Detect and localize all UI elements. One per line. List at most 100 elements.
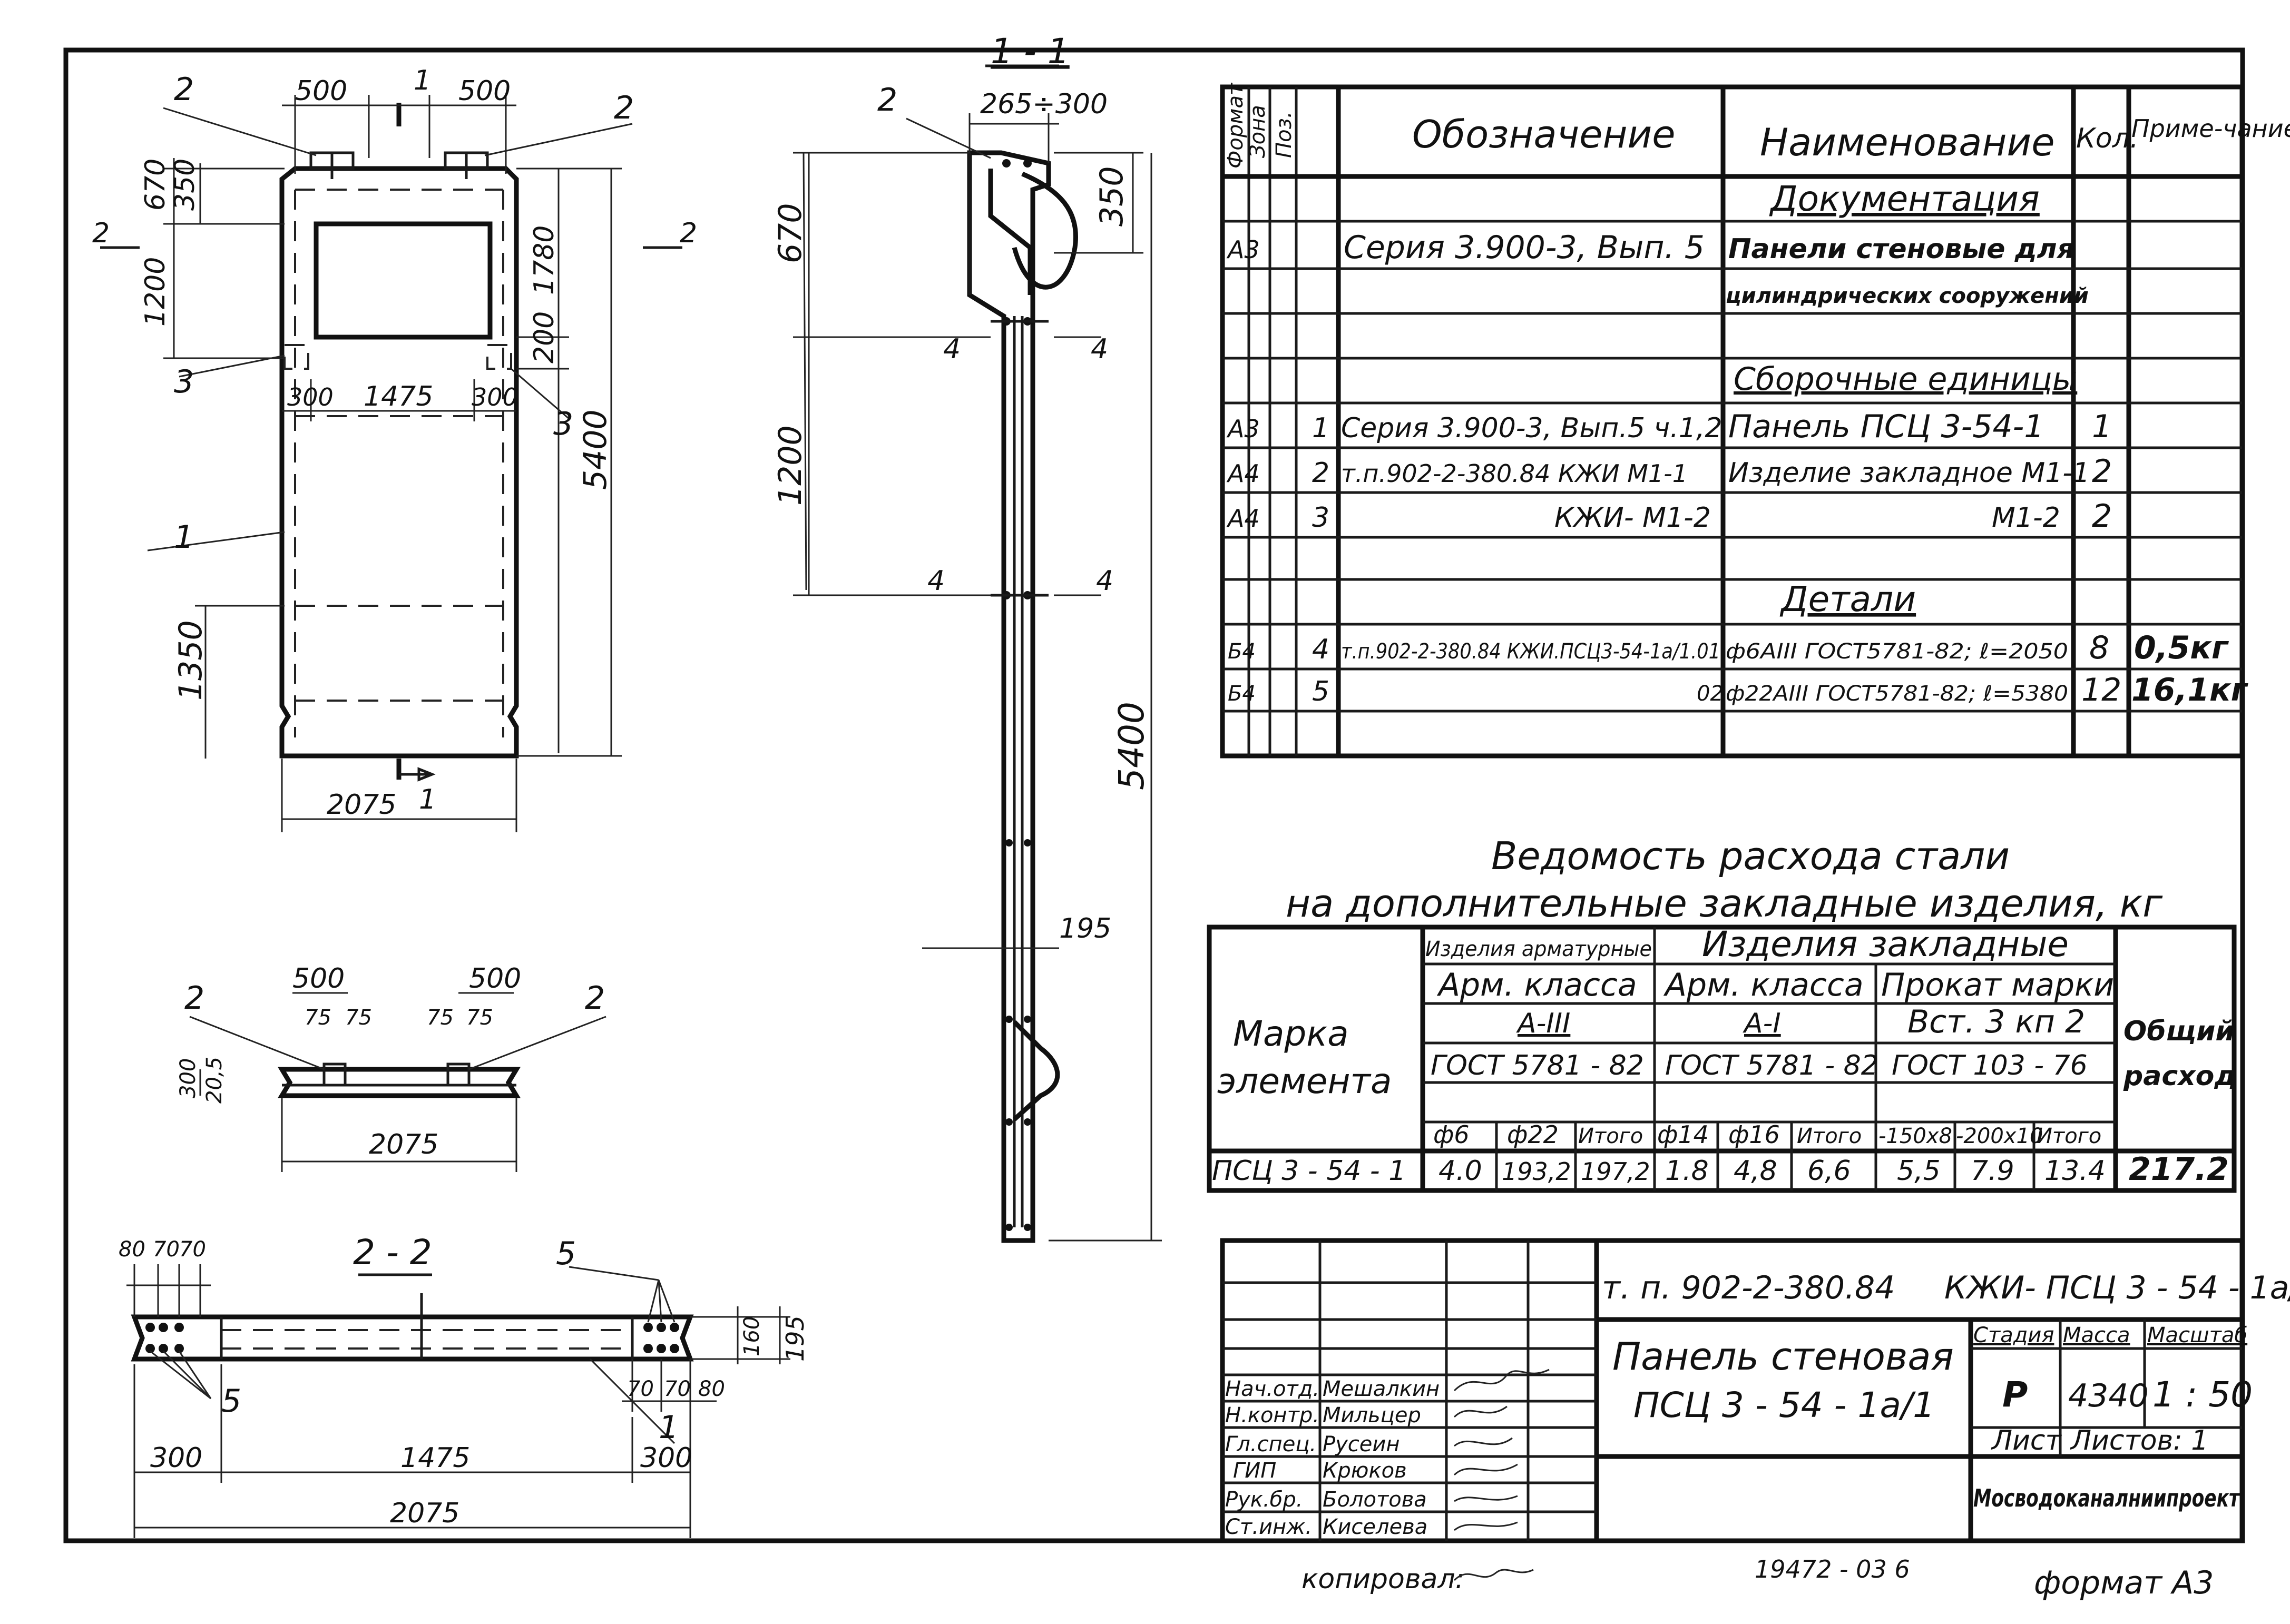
sec11-dim-670: 670 <box>772 203 809 263</box>
sec22-dim-80-b: 80 <box>698 1377 725 1401</box>
callout-2-right: 2 <box>614 90 634 126</box>
sec11-callout-4-a: 4 <box>943 333 961 365</box>
tb-stage: Р <box>2002 1374 2028 1415</box>
spec-row1-name: Панели стеновые для <box>1728 233 2074 265</box>
steel-col-total-l1: Общий <box>2123 1016 2235 1047</box>
tb-sheet-label: Лист <box>1991 1425 2062 1456</box>
plan-callout-2-right: 2 <box>585 980 605 1017</box>
spec-header-qty: Кол. <box>2076 123 2139 154</box>
steel-gost-c: ГОСТ 103 - 76 <box>1892 1050 2088 1081</box>
spec-row10-designation: т.п.902-2-380.84 КЖИ.ПСЦ3-54-1а/1.01 <box>1341 639 1720 664</box>
dim-1200-left: 1200 <box>140 257 171 327</box>
steel-col-total-l2: расход <box>2123 1060 2236 1092</box>
section-mark-2-left: 2 <box>92 218 110 249</box>
tb-mass-label: Масса <box>2063 1323 2130 1347</box>
plan-dim-300: 300 <box>176 1058 200 1098</box>
tb-name-line1: Панель стеновая <box>1612 1334 1954 1379</box>
steel-arm-class-b: Арм. класса <box>1663 967 1864 1003</box>
sec22-dim-80: 80 <box>119 1237 145 1262</box>
sig-role-5: Ст.инж. <box>1225 1515 1312 1539</box>
spec-row11-designation: 02 <box>1697 682 1724 706</box>
sec11-callout-2: 2 <box>877 82 897 119</box>
steel-gost-b: ГОСТ 5781 - 82 <box>1665 1050 1878 1081</box>
section-1-1-subtitle: 265÷300 <box>980 88 1108 120</box>
dim-1780: 1780 <box>529 225 560 295</box>
sec11-callout-4-b: 4 <box>1091 333 1108 365</box>
spec-header-zone: Зона <box>1246 105 1270 158</box>
sec22-callout-5-top: 5 <box>556 1235 576 1272</box>
sig-name-1: Мильцер <box>1323 1403 1421 1428</box>
steel-arm-class-a: Арм. класса <box>1436 967 1637 1003</box>
steel-sub-5: Итого <box>1797 1124 1862 1148</box>
callout-3-left: 3 <box>174 363 194 400</box>
steel-val-5: 6,6 <box>1807 1155 1851 1187</box>
sec22-dim-300-b: 300 <box>640 1442 692 1474</box>
tb-mass: 4340 <box>2068 1377 2149 1414</box>
steel-gost-a: ГОСТ 5781 - 82 <box>1431 1050 1644 1081</box>
steel-class-b: А-I <box>1743 1008 1781 1039</box>
top-section-view <box>189 992 606 1172</box>
steel-val-6: 5,5 <box>1897 1155 1941 1187</box>
spec-row5-name: Панель ПСЦ 3-54-1 <box>1728 408 2044 445</box>
sec22-callout-5-bottom: 5 <box>221 1383 241 1420</box>
dim-5400-main: 5400 <box>577 409 614 490</box>
sec22-dim-300-a: 300 <box>150 1442 202 1474</box>
sig-role-1: Н.контр. <box>1225 1403 1319 1428</box>
section-1-1-title: 1 - 1 <box>991 31 1070 72</box>
sig-name-2: Русеин <box>1323 1432 1400 1456</box>
steel-val-8: 13.4 <box>2044 1155 2106 1187</box>
sec22-dim-70-c: 70 <box>627 1377 654 1401</box>
steel-group-embed: Изделия закладные <box>1702 924 2069 964</box>
dim-1350: 1350 <box>172 620 209 701</box>
steel-val-7: 7.9 <box>1971 1155 2014 1187</box>
sig-name-0: Мешалкин <box>1323 1377 1440 1401</box>
signature-scribbles <box>1453 1369 1550 1531</box>
steel-sub-1: ф22 <box>1507 1120 1559 1149</box>
spec-row1-format: А3 <box>1226 235 1260 264</box>
sig-role-4: Рук.бр. <box>1225 1488 1303 1512</box>
footer-copied: копировал: <box>1301 1563 1464 1595</box>
spec-row7-pos: 3 <box>1312 502 1329 534</box>
spec-row6-name: Изделие закладное М1-1 <box>1728 457 2090 489</box>
sheet-frame <box>63 47 2245 1543</box>
spec-row10-pos: 4 <box>1312 634 1329 665</box>
spec-header-name: Наименование <box>1760 120 2055 164</box>
steel-val-3: 1.8 <box>1665 1155 1709 1187</box>
plan-dim-2075: 2075 <box>369 1129 438 1160</box>
spec-row7-qty: 2 <box>2092 498 2112 535</box>
spec-row1-designation: Серия 3.900-3, Вып. 5 <box>1344 229 1705 266</box>
spec-row6-pos: 2 <box>1312 457 1329 489</box>
steel-class-a: А-III <box>1516 1008 1570 1039</box>
sec11-callout-4-c: 4 <box>927 565 945 597</box>
spec-row5-qty: 1 <box>2092 408 2112 445</box>
tb-scale: 1 : 50 <box>2152 1374 2253 1415</box>
steel-val-4: 4,8 <box>1734 1155 1777 1187</box>
spec-row2-name: цилиндрических сооружений <box>1726 284 2089 308</box>
section-mark-2-right: 2 <box>680 218 697 249</box>
steel-table <box>1207 924 2237 1193</box>
sig-role-3: ГИП <box>1233 1459 1276 1483</box>
dim-200: 200 <box>529 311 560 363</box>
spec-row10-name: ф6АIII ГОСТ5781-82; ℓ=2050 <box>1726 639 2068 664</box>
spec-row6-qty: 2 <box>2092 453 2112 490</box>
steel-row-total: 217.2 <box>2129 1151 2229 1188</box>
footer-number: 19472 - 03 6 <box>1755 1555 1910 1583</box>
sec22-dim-70-a: 70 <box>153 1237 180 1262</box>
tb-org: Мосводоканалниипроект <box>1973 1484 2240 1512</box>
steel-sub-8: Итого <box>2037 1124 2101 1148</box>
spec-row11-pos: 5 <box>1312 676 1329 707</box>
sec22-dim-2075: 2075 <box>390 1498 459 1529</box>
spec-row11-format: Б4 <box>1228 682 1256 706</box>
tb-code-left: т. п. 902-2-380.84 <box>1602 1269 1895 1306</box>
spec-row6-designation: т.п.902-2-380.84 КЖИ М1-1 <box>1341 459 1688 488</box>
steel-val-0: 4.0 <box>1438 1155 1482 1187</box>
steel-sub-7: -200х10 <box>1956 1124 2043 1148</box>
spec-header-note: Приме-чание <box>2131 114 2290 143</box>
sec11-dim-1200: 1200 <box>772 425 809 506</box>
tb-sheets-label: Листов: 1 <box>2070 1425 2208 1456</box>
copied-signature <box>1453 1569 1534 1581</box>
dim-1475-a: 1475 <box>364 381 433 412</box>
rebar-dots-left <box>145 1323 679 1353</box>
steel-val-1: 193,2 <box>1502 1157 1571 1186</box>
